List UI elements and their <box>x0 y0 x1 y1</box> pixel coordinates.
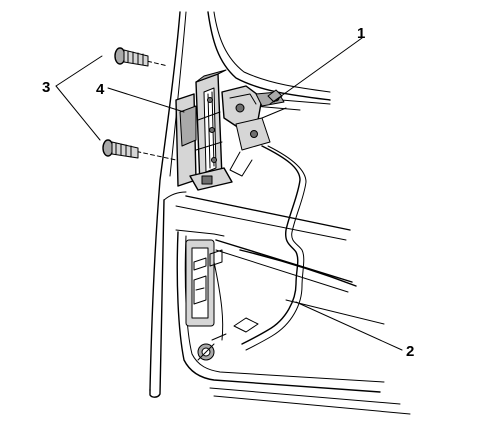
belt-line-2 <box>175 205 347 241</box>
callout-2: 2 <box>406 343 414 360</box>
sill-line-2 <box>213 395 411 415</box>
handle-detail-1 <box>193 257 207 271</box>
belt-line-6 <box>285 299 385 325</box>
handle-tab <box>209 249 223 267</box>
belt-line-4 <box>215 249 349 293</box>
door-pillar <box>149 11 331 398</box>
screw-upper <box>114 47 169 67</box>
leader-3-lower <box>55 85 101 141</box>
callout-3: 3 <box>42 79 50 96</box>
handle-detail-2 <box>193 275 207 305</box>
bellcrank-mechanism <box>221 85 287 177</box>
lock-lever-pin <box>250 130 258 138</box>
handle-detail-3 <box>195 287 205 291</box>
lock-lever-link <box>229 151 253 177</box>
lock-rod <box>211 333 227 341</box>
screw-upper-threads <box>127 50 144 66</box>
pillar-edge-inner <box>169 11 187 177</box>
door-opening-top-2 <box>213 233 225 237</box>
rod-path-inner <box>245 145 307 351</box>
screw-lower <box>102 139 177 161</box>
lock-cylinder-slot <box>197 343 215 361</box>
screw-upper-shank <box>123 49 149 67</box>
latch-side-plate <box>179 105 197 147</box>
handle-assembly <box>185 239 227 361</box>
door-opening-top <box>175 229 215 235</box>
latch-assembly <box>175 69 233 191</box>
leader-2 <box>295 301 403 351</box>
latch-rod <box>233 145 307 351</box>
screw-lower-threads <box>115 142 132 158</box>
leader-1 <box>269 37 363 105</box>
sill-line-1 <box>209 387 401 405</box>
bellcrank-detail <box>229 93 257 105</box>
pillar-edge-left <box>149 11 181 391</box>
latch-rivet-3 <box>211 157 217 163</box>
handle-link <box>213 261 224 341</box>
leader-lines <box>55 37 403 351</box>
door-opening-frame <box>176 231 381 393</box>
bellcrank-pivot <box>235 103 245 113</box>
latch-foot-slot <box>201 175 213 185</box>
latch-crossbar <box>195 141 223 151</box>
latch-crossbar-2 <box>197 111 221 121</box>
leader-4 <box>107 87 185 113</box>
latch-track-1 <box>207 93 211 169</box>
screw-upper-axis <box>133 57 169 67</box>
latch-top-cap <box>195 69 227 83</box>
belt-line-1 <box>185 195 351 231</box>
pillar-bottom <box>149 199 165 398</box>
latch-rivet-1 <box>207 97 213 103</box>
callout-1: 1 <box>357 25 365 42</box>
roof-curve <box>207 11 331 101</box>
leader-3-upper <box>55 55 103 87</box>
belt-line-5 <box>239 249 357 287</box>
rod-clip <box>233 317 259 333</box>
rod-path <box>241 145 301 345</box>
pillar-shoulder <box>163 191 187 201</box>
callout-4: 4 <box>96 81 105 98</box>
door-panel <box>175 195 411 415</box>
latch-rivet-2 <box>209 127 215 133</box>
door-opening-frame-inner <box>184 235 385 383</box>
rod-connector <box>261 107 287 119</box>
roof-curve-inner <box>213 11 331 93</box>
